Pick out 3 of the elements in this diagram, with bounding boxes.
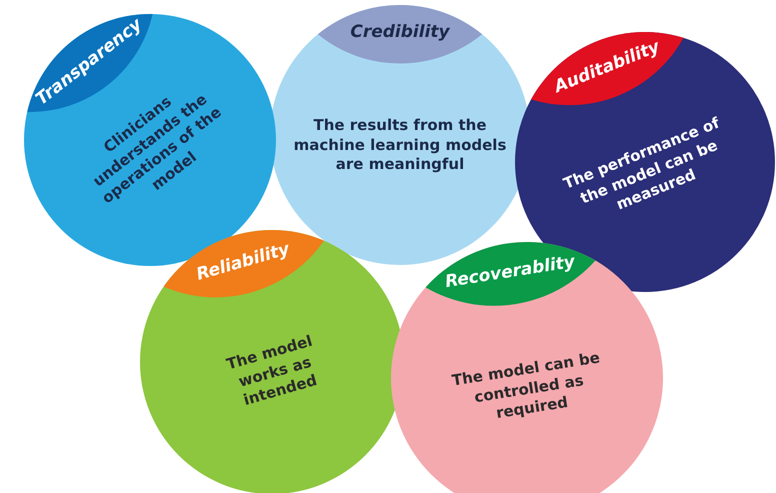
- circle-heading: Credibility: [350, 22, 450, 42]
- circle-text: The results from the machine learning models are meaningful: [292, 116, 508, 175]
- circle-text: The model can be controlled as required: [449, 347, 602, 424]
